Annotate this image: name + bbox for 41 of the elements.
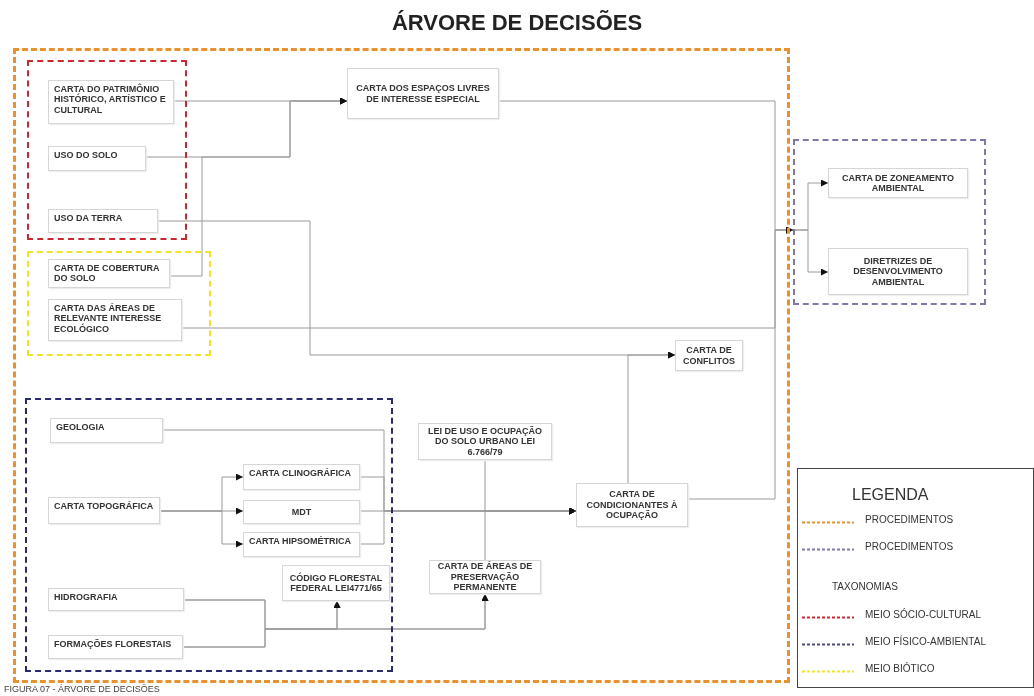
legend-label: PROCEDIMENTOS <box>865 540 954 554</box>
figure-caption: FIGURA 07 - ÁRVORE DE DECISÕES <box>4 684 160 695</box>
process-box: GEOLOGIA <box>50 418 163 443</box>
legend-heading: TAXONOMIAS <box>832 580 898 594</box>
process-box: CARTA DOS ESPAÇOS LIVRES DE INTERESSE ESPECIAL <box>347 68 499 119</box>
group-frame <box>27 251 211 356</box>
connector-arrow <box>627 351 676 484</box>
connector-arrow <box>169 97 348 277</box>
process-box: HIDROGRAFIA <box>48 588 184 611</box>
process-box: CARTA DE CONFLITOS <box>675 340 743 371</box>
process-box: USO DO SOLO <box>48 146 146 171</box>
process-box: DIRETRIZES DE DESENVOLVIMENTO AMBIENTAL <box>828 248 968 295</box>
process-box: CARTA CLINOGRÁFICA <box>243 464 360 490</box>
legend-title: LEGENDA <box>852 485 929 505</box>
group-frame <box>13 48 790 683</box>
group-frame <box>27 60 187 240</box>
process-box: USO DA TERRA <box>48 209 158 233</box>
connector-arrow <box>484 507 577 561</box>
process-box: CARTA DAS ÁREAS DE RELEVANTE INTERESSE ECOLÓGICO <box>48 299 182 341</box>
process-box: CARTA DO PATRIMÔNIO HISTÓRICO, ARTÍSTICO E CULTURAL <box>48 80 174 124</box>
process-box: CÓDIGO FLORESTAL FEDERAL LEI4771/65 <box>282 565 390 601</box>
connector-arrow <box>687 226 794 500</box>
process-box: CARTA DE CONDICIONANTES À OCUPAÇÃO <box>576 483 688 527</box>
process-box: LEI DE USO E OCUPAÇÃO DO SOLO URBANO LEI 6.766/79 <box>418 423 552 460</box>
process-box: CARTA HIPSOMÉTRICA <box>243 532 360 557</box>
process-box: CARTA DE ZONEAMENTO AMBIENTAL <box>828 168 968 198</box>
legend-label: MEIO BIÓTICO <box>865 661 935 676</box>
connector-arrow <box>159 510 244 548</box>
group-frame <box>793 139 986 305</box>
connector-arrow <box>792 229 829 276</box>
legend-label: MEIO SÓCIO-CULTURAL <box>865 607 981 622</box>
process-box: CARTA TOPOGRÁFICA <box>48 497 160 524</box>
legend-label: MEIO FÍSICO-AMBIENTAL <box>865 634 986 649</box>
process-box: CARTA DE COBERTURA DO SOLO <box>48 259 170 288</box>
diagram-title: ÁRVORE DE DECISÕES <box>390 9 644 37</box>
process-box: MDT <box>243 500 360 524</box>
process-box: FORMAÇÕES FLORESTAIS <box>48 635 183 659</box>
group-frame <box>25 398 393 672</box>
connector-arrow <box>182 593 489 648</box>
process-box: CARTA DE ÁREAS DE PRESERVAÇÃO PERMANENTE <box>429 560 541 594</box>
legend-label: PROCEDIMENTOS <box>865 513 954 527</box>
